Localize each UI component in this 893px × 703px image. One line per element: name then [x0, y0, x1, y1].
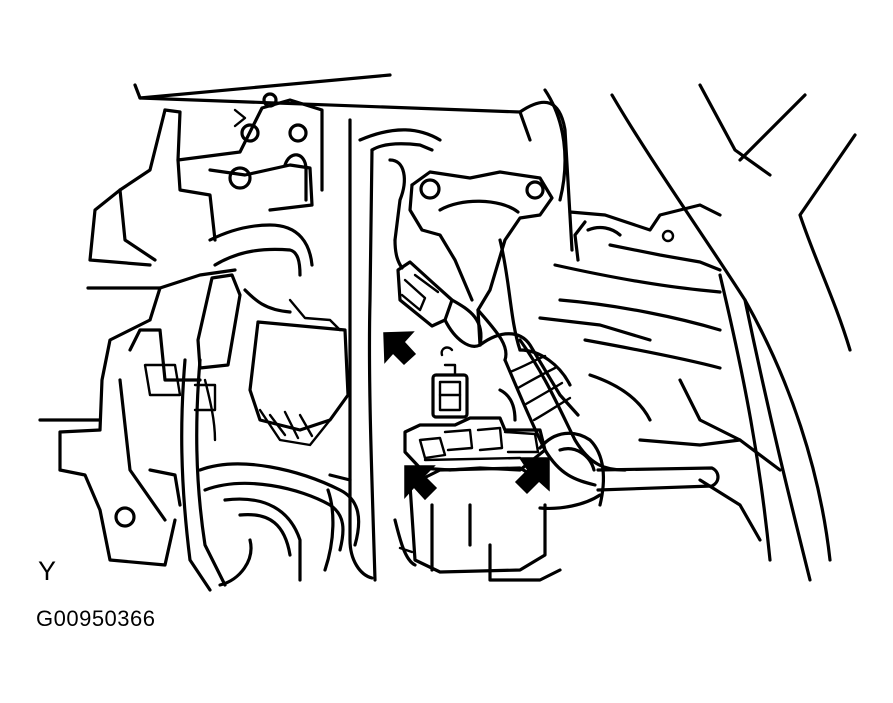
intake-duct-flange: [408, 170, 580, 417]
upper-connector: [393, 238, 483, 348]
right-fender-lines: [610, 83, 857, 582]
control-rod: [596, 466, 720, 492]
pointer-arrow-icon: [404, 465, 438, 501]
pointer-arrow-icon: [514, 457, 550, 495]
view-label: Y: [38, 556, 57, 586]
mounting-bolts: [228, 92, 308, 202]
left-frame: [38, 98, 324, 567]
pointer-arrow-icon: [383, 331, 417, 366]
upper-body-edge: [133, 73, 574, 252]
right-body-panels: [538, 203, 782, 472]
center-pipe: [323, 118, 442, 582]
left-harness-block: [196, 273, 350, 447]
sensor-cluster: [403, 346, 547, 472]
figure-code: G00950366: [36, 606, 156, 631]
left-hoses: [180, 223, 361, 592]
